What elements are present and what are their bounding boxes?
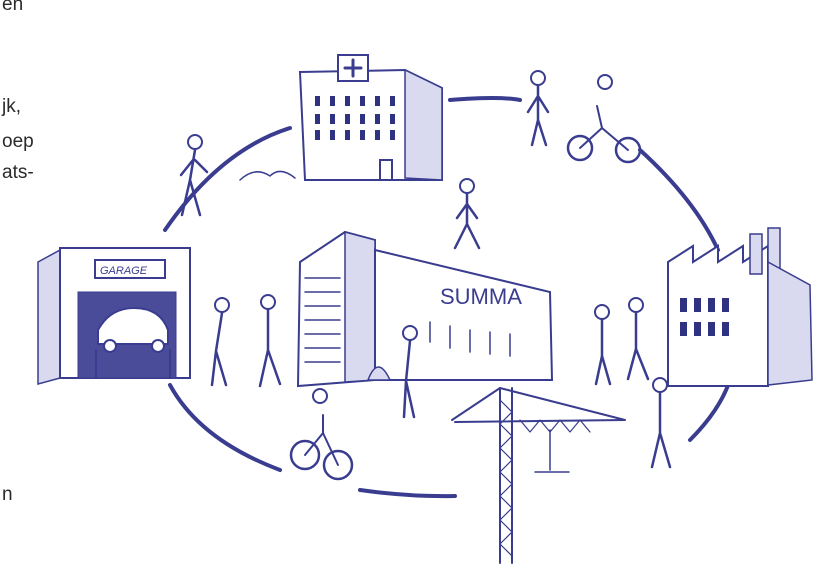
- construction-crane: [451, 387, 626, 564]
- hospital-building: [239, 54, 443, 181]
- person-walking-top-right: [526, 70, 550, 147]
- text-fragment-2: jk,: [2, 96, 21, 118]
- text-fragment-4: ats-: [2, 162, 34, 183]
- text-fragment-1: en: [2, 0, 24, 15]
- text-fragment-2-emphasis: jk: [2, 96, 16, 117]
- text-fragment-3: oep: [2, 131, 34, 152]
- factory-windows: [680, 298, 729, 336]
- circle-path: [134, 96, 732, 499]
- summa-sign: SUMMA: [440, 284, 522, 309]
- person-walking-left: [179, 134, 209, 217]
- factory-building: [667, 227, 813, 387]
- garage-sign: GARAGE: [100, 265, 148, 277]
- cyclist-top-right: [566, 74, 642, 164]
- hospital-windows: [315, 96, 395, 140]
- cyclist-bottom-left: [289, 388, 354, 481]
- person-walking-center: [453, 178, 481, 250]
- text-fragment-5: n: [2, 484, 13, 505]
- woman-walking-center: [402, 325, 418, 419]
- people-near-factory: [594, 297, 672, 469]
- summa-building: SUMMA: [296, 230, 554, 388]
- couple-walking: [210, 294, 282, 388]
- text-fragment-2-comma: ,: [15, 96, 22, 117]
- garage-building: GARAGE: [37, 247, 191, 385]
